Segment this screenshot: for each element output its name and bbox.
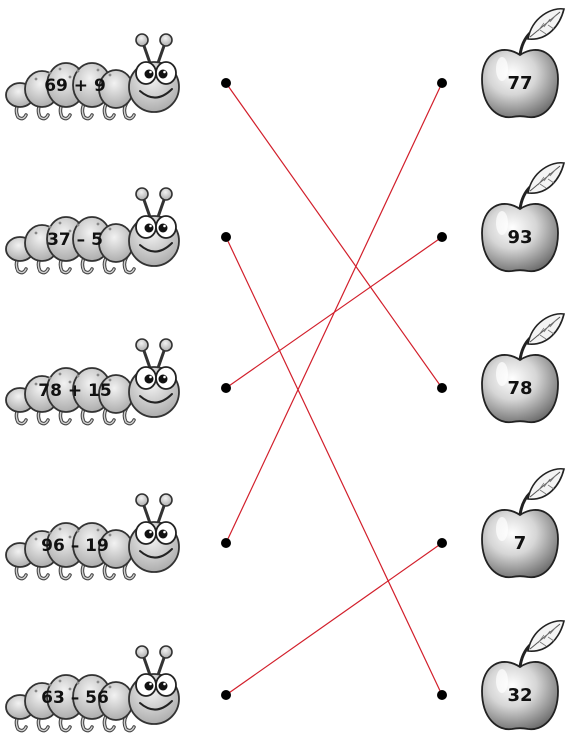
apple: 7 xyxy=(481,468,565,578)
apple: 93 xyxy=(481,162,565,272)
left-match-dot[interactable] xyxy=(221,383,231,393)
caterpillar-column: 69 + 9 37 – 5 78 + 15 96 – 19 63 – 56 xyxy=(5,33,180,733)
dot-column xyxy=(221,78,447,700)
leaf-icon xyxy=(527,162,565,194)
right-match-dot[interactable] xyxy=(437,690,447,700)
left-match-dot[interactable] xyxy=(221,538,231,548)
caterpillar-body xyxy=(5,522,134,569)
answer-label: 77 xyxy=(507,73,532,94)
connection-lines xyxy=(225,82,443,696)
caterpillar: 37 – 5 xyxy=(5,187,180,275)
answer-label: 93 xyxy=(507,227,532,248)
caterpillar-head xyxy=(128,493,180,573)
right-match-dot[interactable] xyxy=(437,538,447,548)
connection-line[interactable] xyxy=(225,82,443,544)
expression-label: 37 – 5 xyxy=(47,230,103,250)
expression-label: 96 – 19 xyxy=(41,536,109,556)
caterpillar-head xyxy=(128,338,180,418)
leaf-icon xyxy=(527,8,565,40)
connection-line[interactable] xyxy=(225,542,443,696)
caterpillar-head xyxy=(128,187,180,267)
answer-label: 32 xyxy=(507,685,532,706)
right-match-dot[interactable] xyxy=(437,78,447,88)
caterpillar-body xyxy=(5,216,134,263)
caterpillar: 96 – 19 xyxy=(5,493,180,581)
apple: 32 xyxy=(481,620,565,730)
caterpillar-body xyxy=(5,367,134,414)
caterpillar-body xyxy=(5,674,134,721)
connection-line[interactable] xyxy=(225,82,443,389)
caterpillar: 78 + 15 xyxy=(5,338,180,426)
expression-label: 78 + 15 xyxy=(38,381,111,401)
caterpillar: 69 + 9 xyxy=(5,33,180,121)
caterpillar-body xyxy=(5,62,134,109)
caterpillar-head xyxy=(128,645,180,725)
expression-label: 63 – 56 xyxy=(41,688,109,708)
right-match-dot[interactable] xyxy=(437,383,447,393)
connection-line[interactable] xyxy=(225,236,443,696)
apple-column: 77 93 78 7 32 xyxy=(481,8,565,730)
answer-label: 7 xyxy=(514,533,527,554)
left-match-dot[interactable] xyxy=(221,232,231,242)
leaf-icon xyxy=(527,468,565,500)
answer-label: 78 xyxy=(507,378,532,399)
caterpillar: 63 – 56 xyxy=(5,645,180,733)
apple: 77 xyxy=(481,8,565,118)
caterpillar-legs xyxy=(14,253,136,275)
left-match-dot[interactable] xyxy=(221,690,231,700)
leaf-icon xyxy=(527,620,565,652)
apple: 78 xyxy=(481,313,565,423)
right-match-dot[interactable] xyxy=(437,232,447,242)
leaf-icon xyxy=(527,313,565,345)
left-match-dot[interactable] xyxy=(221,78,231,88)
caterpillar-head xyxy=(128,33,180,113)
expression-label: 69 + 9 xyxy=(44,76,106,96)
